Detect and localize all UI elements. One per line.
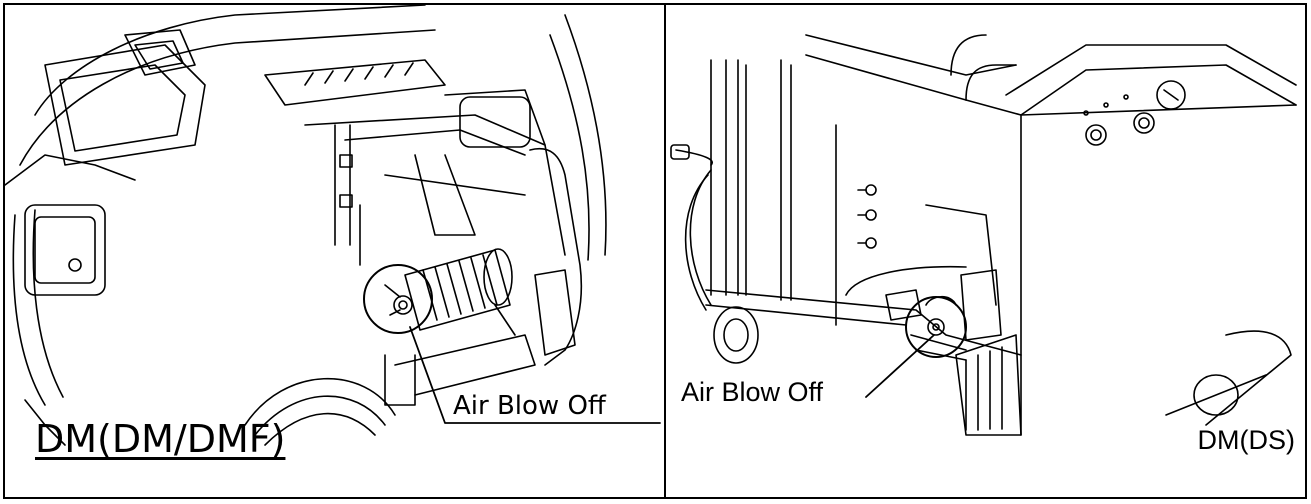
panel-divider: [664, 3, 666, 499]
dm-machine-illustration: [5, 5, 661, 446]
panel-dm-dmf: Air Blow Off DM(DM/DMF): [5, 5, 664, 497]
model-label: DM(DS): [1197, 425, 1295, 455]
air-blow-off-callout: Air Blow Off: [453, 391, 606, 421]
model-label: DM(DM/DMF): [35, 417, 286, 461]
ds-machine-illustration: [670, 34, 1297, 436]
panel-ds: Air Blow Off DM(DS): [666, 5, 1305, 497]
document-frame: [3, 3, 1307, 499]
air-blow-off-callout: Air Blow Off: [681, 377, 824, 407]
